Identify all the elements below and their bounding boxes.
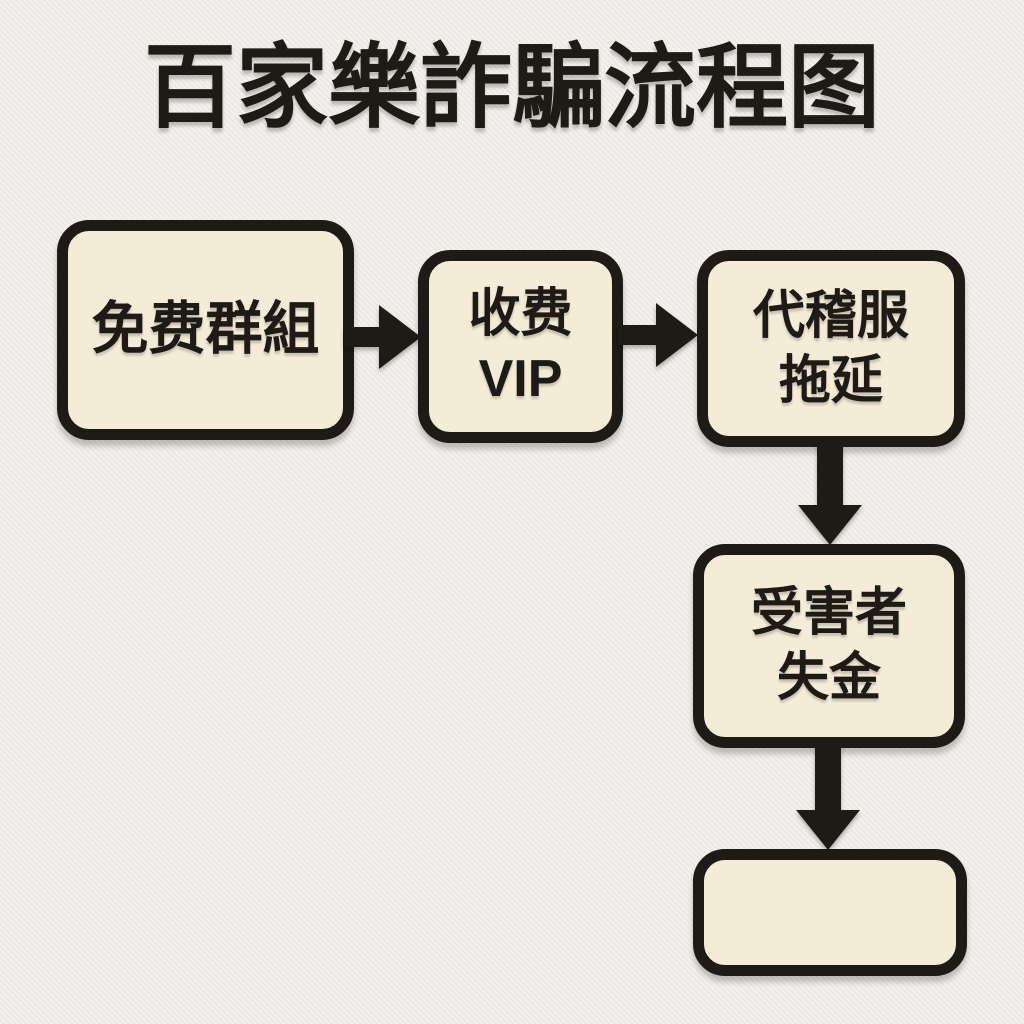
arrow-right-icon: [618, 303, 698, 367]
flow-node-paid-vip-label: 收费 VIP: [468, 284, 573, 408]
flow-node-paid-vip: 收费 VIP: [418, 250, 623, 443]
flow-node-victim-loses-money-label: 受害者 失金: [750, 584, 907, 707]
flow-node-free-group-label: 免费群組: [91, 297, 320, 362]
arrow-shaft: [618, 325, 664, 345]
flow-node-victim-loses-money: 受害者 失金: [693, 544, 965, 748]
flow-node-agent-service-delay-label: 代稽服 拖延: [752, 286, 909, 410]
arrow-head: [798, 505, 862, 545]
arrow-shaft: [344, 327, 387, 347]
arrow-head: [379, 305, 421, 369]
flow-node-free-group: 免费群組: [57, 220, 354, 440]
arrow-shaft: [817, 443, 843, 513]
arrow-right-icon: [344, 305, 421, 369]
arrow-head: [796, 810, 860, 850]
arrow-down-icon: [798, 443, 862, 545]
arrow-down-icon: [796, 744, 860, 850]
arrow-head: [656, 303, 698, 367]
arrow-shaft: [815, 744, 841, 818]
page-title: 百家樂詐騙流程图: [143, 37, 880, 139]
flow-node-end-empty: [693, 849, 967, 976]
flow-node-agent-service-delay: 代稽服 拖延: [697, 250, 965, 447]
